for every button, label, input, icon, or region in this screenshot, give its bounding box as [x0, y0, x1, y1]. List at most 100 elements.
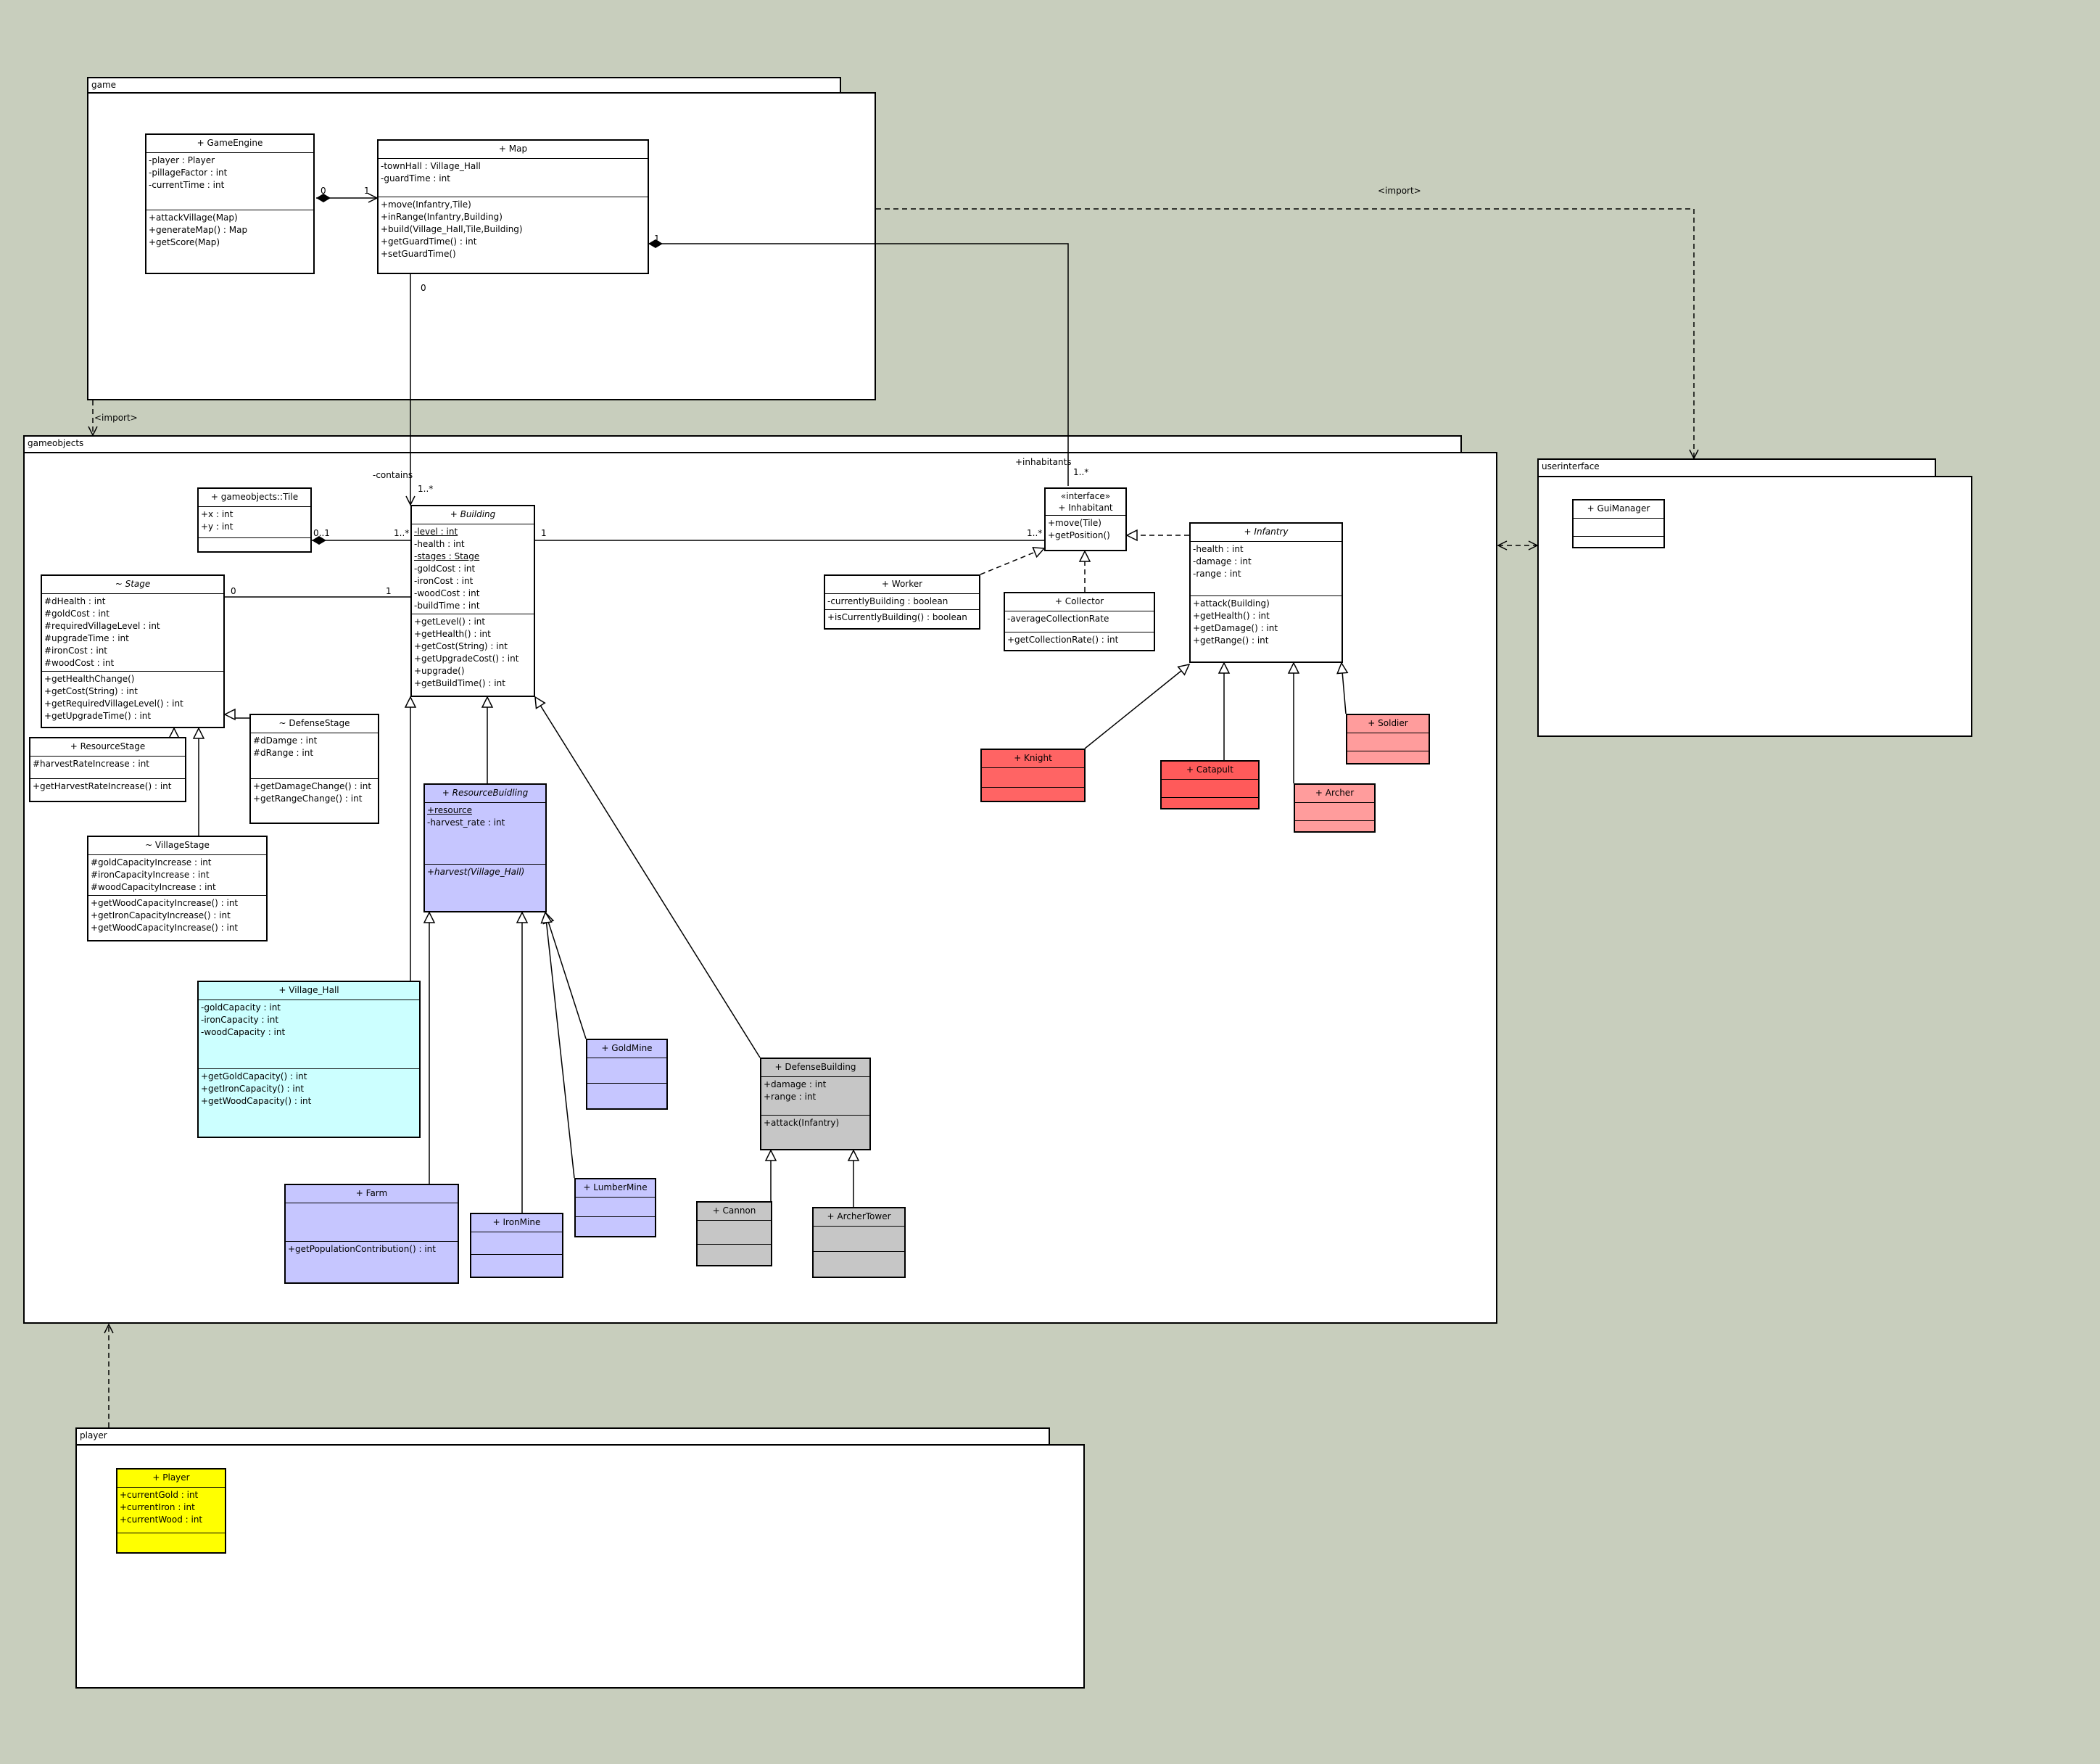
class-map[interactable]: + Map -townHall : Village_Hall -guardTim… — [377, 139, 649, 274]
attribute: -currentlyBuilding : boolean — [827, 596, 948, 606]
soldier-generalization — [1336, 662, 1349, 714]
attributes — [471, 1232, 562, 1255]
operation: +getGuardTime() : int — [381, 236, 477, 247]
class-defensebuilding[interactable]: + DefenseBuilding +damage : int +range :… — [760, 1058, 871, 1150]
class-archertower[interactable]: + ArcherTower — [812, 1207, 906, 1278]
class-name: + Collector — [1005, 593, 1154, 611]
operation: +getHealth() : int — [414, 629, 491, 639]
attribute: -ironCapacity : int — [201, 1015, 279, 1025]
class-building[interactable]: + Building -level : int -health : int -s… — [410, 505, 535, 697]
tile-mult: 0..1 — [313, 528, 330, 538]
class-goldmine[interactable]: + GoldMine — [586, 1039, 668, 1110]
operation: +upgrade() — [414, 666, 465, 676]
operation: +move(Tile) — [1048, 518, 1101, 528]
attribute: -goldCapacity : int — [201, 1002, 281, 1013]
operation: +attack(Building) — [1193, 598, 1270, 609]
class-farm[interactable]: + Farm +getPopulationContribution() : in… — [284, 1184, 459, 1284]
class-inhabitant[interactable]: «interface» + Inhabitant +move(Tile) +ge… — [1044, 487, 1127, 551]
class-stage[interactable]: ~ Stage #dHealth : int #goldCost : int #… — [41, 574, 225, 728]
class-resourcebuilding[interactable]: + ResourceBuidling +resource -harvest_ra… — [423, 783, 547, 912]
attribute: #dHealth : int — [44, 596, 106, 606]
class-knight[interactable]: + Knight — [980, 749, 1086, 802]
attribute: -pillageFactor : int — [149, 168, 228, 178]
attributes — [1295, 803, 1374, 821]
class-lumbermine[interactable]: + LumberMine — [574, 1178, 656, 1237]
attribute: -player : Player — [149, 155, 215, 165]
operations — [1162, 798, 1258, 808]
operation: +getHealth() : int — [1193, 611, 1270, 621]
class-worker[interactable]: + Worker -currentlyBuilding : boolean +i… — [824, 574, 980, 630]
operations: +getCollectionRate() : int — [1005, 632, 1154, 650]
package-gameobjects-tab[interactable]: gameobjects — [23, 435, 1462, 453]
inhabitants-label: +inhabitants — [1015, 457, 1072, 467]
operations: +attackVillage(Map) +generateMap() : Map… — [146, 210, 313, 273]
class-name: + GoldMine — [587, 1040, 666, 1058]
class-name: ~ VillageStage — [88, 837, 266, 855]
attributes: #goldCapacityIncrease : int #ironCapacit… — [88, 855, 266, 896]
operations: +getDamageChange() : int +getRangeChange… — [251, 779, 378, 823]
package-player-tab[interactable]: player — [75, 1427, 1050, 1445]
attribute: +y : int — [201, 522, 233, 532]
class-name: + Soldier — [1347, 715, 1429, 733]
class-catapult[interactable]: + Catapult — [1160, 760, 1260, 809]
attributes: +resource -harvest_rate : int — [425, 803, 545, 865]
class-name: + DefenseBuilding — [761, 1059, 869, 1077]
class-soldier[interactable]: + Soldier — [1346, 714, 1430, 764]
class-villagehall[interactable]: + Village_Hall -goldCapacity : int -iron… — [197, 981, 421, 1138]
operations — [471, 1255, 562, 1277]
operation: +getRange() : int — [1193, 635, 1269, 646]
class-defensestage[interactable]: ~ DefenseStage #dDamge : int #dRange : i… — [249, 714, 379, 824]
class-villagestage[interactable]: ~ VillageStage #goldCapacityIncrease : i… — [87, 836, 268, 941]
contains-label: -contains — [373, 470, 413, 480]
operation: +attackVillage(Map) — [149, 213, 238, 223]
class-guimanager[interactable]: + GuiManager — [1572, 499, 1665, 548]
operation: +getPopulationContribution() : int — [288, 1244, 436, 1254]
class-name: + Archer — [1295, 785, 1374, 803]
class-cannon[interactable]: + Cannon — [696, 1201, 772, 1266]
operation: +getBuildTime() : int — [414, 678, 505, 688]
class-name: + Catapult — [1162, 762, 1258, 780]
attribute: +currentWood : int — [120, 1514, 203, 1525]
attribute: -damage : int — [1193, 556, 1252, 566]
class-archer[interactable]: + Archer — [1294, 783, 1376, 833]
class-collector[interactable]: + Collector -averageCollectionRate +getC… — [1004, 592, 1155, 651]
attributes: -health : int -damage : int -range : int — [1191, 542, 1342, 596]
import-label-ui: <import> — [1378, 186, 1421, 196]
attribute: +damage : int — [764, 1079, 827, 1089]
attributes — [1347, 733, 1429, 751]
operation: +getUpgradeTime() : int — [44, 711, 152, 721]
class-name: + ArcherTower — [814, 1208, 904, 1227]
attributes: #dDamge : int #dRange : int — [251, 733, 378, 779]
attributes: -averageCollectionRate — [1005, 611, 1154, 632]
ge-map-mult-right: 1 — [364, 186, 370, 196]
attributes: +currentGold : int +currentIron : int +c… — [117, 1488, 225, 1533]
class-gameengine[interactable]: + GameEngine -player : Player -pillageFa… — [145, 133, 315, 274]
class-tile[interactable]: + gameobjects::Tile +x : int +y : int — [197, 487, 312, 553]
class-resourcestage[interactable]: + ResourceStage #harvestRateIncrease : i… — [29, 737, 186, 802]
attribute: #woodCost : int — [44, 658, 115, 668]
attributes — [587, 1058, 666, 1084]
lumbermine-generalization — [540, 911, 575, 1179]
class-name: + Map — [379, 141, 648, 159]
operations: +getGoldCapacity() : int +getIronCapacit… — [199, 1069, 419, 1137]
inhabitant-mult-top: 1..* — [1073, 467, 1089, 477]
package-player[interactable] — [75, 1444, 1085, 1689]
package-game-tab[interactable]: game — [87, 77, 841, 93]
attribute: #dDamge : int — [253, 735, 318, 746]
attributes: +x : int +y : int — [199, 507, 310, 538]
operation: +getDamage() : int — [1193, 623, 1278, 633]
attribute: #ironCapacityIncrease : int — [91, 870, 210, 880]
package-userinterface-tab[interactable]: userinterface — [1537, 458, 1936, 477]
attributes: -currentlyBuilding : boolean — [825, 594, 979, 610]
attribute: #goldCapacityIncrease : int — [91, 857, 212, 867]
class-infantry[interactable]: + Infantry -health : int -damage : int -… — [1189, 522, 1343, 663]
class-ironmine[interactable]: + IronMine — [470, 1213, 563, 1278]
operation: +getGoldCapacity() : int — [201, 1071, 307, 1081]
stage-mult: 0 — [231, 586, 236, 596]
attributes — [982, 768, 1084, 788]
operation: +getWoodCapacity() : int — [201, 1096, 312, 1106]
class-player[interactable]: + Player +currentGold : int +currentIron… — [116, 1468, 226, 1554]
class-name: «interface» + Inhabitant — [1046, 489, 1125, 516]
operations: +getHarvestRateIncrease() : int — [30, 779, 185, 801]
